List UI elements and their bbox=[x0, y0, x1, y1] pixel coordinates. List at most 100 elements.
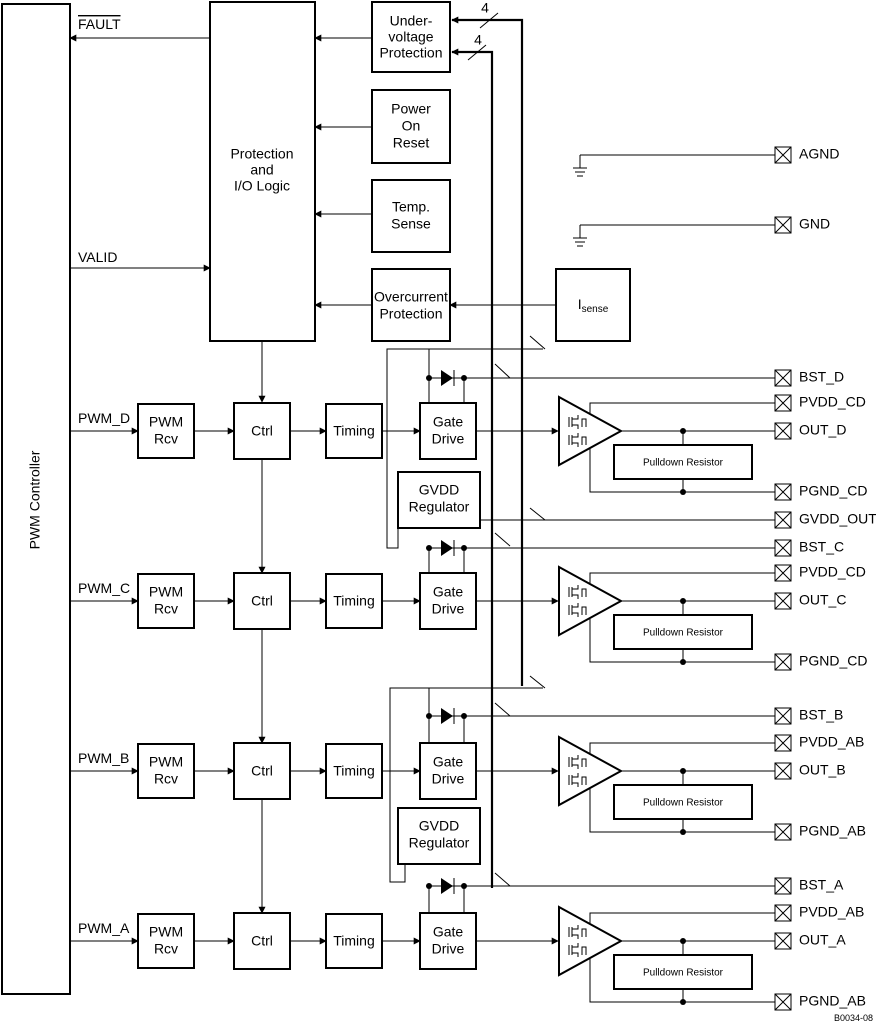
pin-pvdd-label: PVDD_CD bbox=[799, 564, 866, 580]
pulldown-resistor-block bbox=[613, 444, 753, 480]
pin-pgnd-label: PGND_AB bbox=[799, 823, 866, 839]
overcurrent-line1: Overcurrent bbox=[374, 289, 448, 305]
ctrl-block bbox=[233, 572, 291, 630]
timing-label: Timing bbox=[333, 593, 375, 609]
pwm-controller-block bbox=[1, 3, 71, 995]
isense-label: Isense bbox=[578, 296, 609, 315]
timing-block bbox=[325, 573, 383, 629]
power-on-reset-block bbox=[371, 89, 451, 164]
bootstrap-diode-icon bbox=[441, 708, 453, 724]
pwm-rcv-label: Rcv bbox=[154, 601, 178, 617]
gate-drive-label: Drive bbox=[432, 941, 465, 957]
gate-drive-block bbox=[419, 742, 477, 800]
pin-agnd: AGND bbox=[774, 146, 839, 164]
ctrl-label: Ctrl bbox=[251, 933, 273, 949]
bus-width-label-1: 4 bbox=[481, 0, 489, 16]
pin-pgnd-label: PGND_CD bbox=[799, 483, 867, 499]
gvdd-regulator-upper bbox=[397, 471, 481, 529]
pin-pvdd-label: PVDD_AB bbox=[799, 904, 864, 920]
output-stage-icon bbox=[558, 395, 624, 467]
pin-out-label: OUT_B bbox=[799, 762, 846, 778]
valid-signal-label: VALID bbox=[78, 249, 117, 265]
power-on-reset-line3: Reset bbox=[393, 135, 430, 151]
figure-id: B0034-08 bbox=[834, 1013, 873, 1023]
lower-supply-rails bbox=[389, 675, 546, 887]
pin-bst-label: BST_A bbox=[799, 877, 844, 893]
gvdd-regulator-lower-line2: Regulator bbox=[409, 835, 470, 851]
power-on-reset-line2: On bbox=[402, 118, 421, 134]
pwm-input-label: PWM_D bbox=[78, 410, 130, 426]
pwm-input-label: PWM_B bbox=[78, 750, 129, 766]
timing-label: Timing bbox=[333, 423, 375, 439]
gate-drive-label: Gate bbox=[433, 584, 464, 600]
pin-gvdd-out: GVDD_OUT bbox=[774, 511, 876, 529]
protection-logic-block bbox=[209, 1, 316, 342]
gate-drive-label: Gate bbox=[433, 414, 464, 430]
undervoltage-line2: voltage bbox=[388, 29, 433, 45]
temp-sense-block bbox=[371, 179, 451, 253]
pin-bst-label: BST_C bbox=[799, 539, 844, 555]
isense-block bbox=[555, 268, 631, 342]
gate-drive-label: Drive bbox=[432, 431, 465, 447]
pwm-controller-label: PWM Controller bbox=[27, 450, 43, 549]
gate-drive-block bbox=[419, 402, 477, 460]
pwm-rcv-label: PWM bbox=[149, 414, 183, 430]
pin-out-label: OUT_C bbox=[799, 592, 846, 608]
timing-block bbox=[325, 743, 383, 799]
pin-pgnd-label: PGND_CD bbox=[799, 653, 867, 669]
gnd-ground-symbol bbox=[573, 224, 775, 247]
output-stage-icon bbox=[558, 905, 624, 977]
bootstrap-diode-icon bbox=[441, 370, 453, 386]
ctrl-block bbox=[233, 912, 291, 970]
pin-gvdd-out-label: GVDD_OUT bbox=[799, 511, 876, 527]
ctrl-label: Ctrl bbox=[251, 593, 273, 609]
ctrl-label: Ctrl bbox=[251, 763, 273, 779]
temp-sense-line1: Temp. bbox=[392, 199, 430, 215]
power-on-reset-line1: Power bbox=[391, 101, 431, 117]
pwm-rcv-label: PWM bbox=[149, 584, 183, 600]
pwm-input-label: PWM_C bbox=[78, 580, 130, 596]
protection-logic-line2: and bbox=[250, 162, 273, 178]
timing-block bbox=[325, 913, 383, 969]
pulldown-resistor-label: Pulldown Resistor bbox=[643, 968, 724, 979]
pwm-rcv-label: Rcv bbox=[154, 941, 178, 957]
pin-out-label: OUT_A bbox=[799, 932, 846, 948]
pwm-rcv-block bbox=[137, 913, 195, 969]
gvdd-regulator-upper-line2: Regulator bbox=[409, 499, 470, 515]
gvdd-regulator-upper-line1: GVDD bbox=[419, 482, 459, 498]
pwm-rcv-block bbox=[137, 573, 195, 629]
bootstrap-diode-icon bbox=[441, 878, 453, 894]
temp-sense-line2: Sense bbox=[391, 216, 431, 232]
gvdd-regulator-lower-line1: GVDD bbox=[419, 818, 459, 834]
pin-out-label: OUT_D bbox=[799, 422, 846, 438]
pin-agnd-label: AGND bbox=[799, 146, 839, 162]
gvdd-regulator-lower bbox=[397, 807, 481, 865]
gate-drive-label: Drive bbox=[432, 771, 465, 787]
pulldown-resistor-label: Pulldown Resistor bbox=[643, 458, 724, 469]
gate-drive-label: Gate bbox=[433, 754, 464, 770]
bus-width-label-2: 4 bbox=[474, 32, 482, 48]
ctrl-label: Ctrl bbox=[251, 423, 273, 439]
pulldown-resistor-block bbox=[613, 954, 753, 990]
protection-logic-line3: I/O Logic bbox=[234, 178, 290, 194]
output-stage-icon bbox=[558, 735, 624, 807]
pin-pvdd-label: PVDD_CD bbox=[799, 394, 866, 410]
agnd-ground-symbol bbox=[573, 154, 775, 177]
pwm-rcv-label: Rcv bbox=[154, 771, 178, 787]
upper-supply-rails bbox=[386, 335, 775, 549]
protection-logic-line1: Protection bbox=[230, 146, 293, 162]
pin-gnd: GND bbox=[774, 216, 830, 234]
timing-label: Timing bbox=[333, 763, 375, 779]
pin-pgnd-label: PGND_AB bbox=[799, 993, 866, 1009]
output-stage-icon bbox=[558, 565, 624, 637]
fault-signal-label: FAULT bbox=[78, 16, 121, 32]
pwm-rcv-label: Rcv bbox=[154, 431, 178, 447]
timing-label: Timing bbox=[333, 933, 375, 949]
pulldown-resistor-label: Pulldown Resistor bbox=[643, 628, 724, 639]
overcurrent-line2: Protection bbox=[379, 306, 442, 322]
